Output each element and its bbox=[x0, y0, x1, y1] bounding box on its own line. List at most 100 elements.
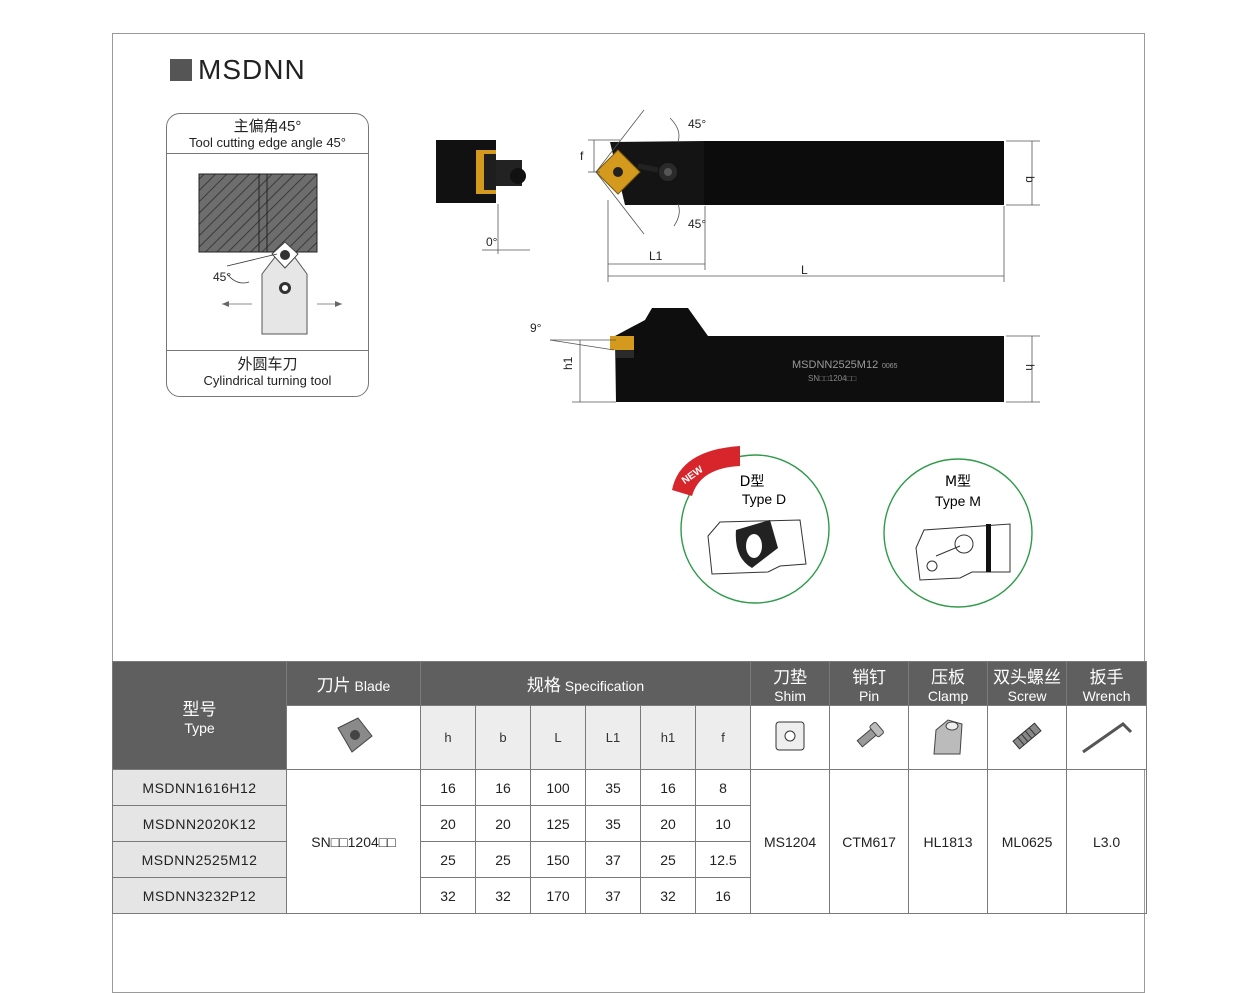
wrench-icon bbox=[1081, 722, 1132, 754]
angle-box-45-label: 45° bbox=[213, 270, 231, 284]
type-d-zh: D型 bbox=[740, 474, 765, 490]
table-row: MSDNN2020K12 20 20 125 35 20 10 bbox=[112, 805, 1147, 842]
spec-col-f: f bbox=[694, 705, 752, 770]
row-h1: 32 bbox=[640, 877, 696, 914]
type-d-en: Type D bbox=[742, 491, 786, 507]
row-b: 25 bbox=[475, 841, 531, 878]
row-type: MSDNN2525M12 bbox=[112, 841, 287, 878]
row-type: MSDNN1616H12 bbox=[112, 769, 287, 806]
engraving-insert: SN□□1204□□ bbox=[808, 374, 856, 383]
shim-icon-cell bbox=[750, 705, 831, 770]
header-type-en: Type bbox=[184, 720, 215, 736]
row-b: 20 bbox=[475, 805, 531, 842]
header-blade: 刀片 Blade bbox=[286, 661, 421, 706]
row-h1: 25 bbox=[640, 841, 696, 878]
pin-value: CTM617 bbox=[829, 769, 910, 914]
top-view: 45° 45° f b L1 L bbox=[580, 109, 1040, 282]
angle-header-zh: 主偏角45° bbox=[233, 118, 302, 135]
blade-icon-cell bbox=[286, 705, 421, 770]
tool-holder-drawing: 0° 45° 45° f b L1 L MSDNN2525 bbox=[436, 109, 1040, 403]
spec-col-L: L bbox=[530, 705, 586, 770]
angle-footer-en: Cylindrical turning tool bbox=[203, 373, 332, 388]
shim-value: MS1204 bbox=[750, 769, 831, 914]
header-type: 型号 Type bbox=[112, 661, 287, 770]
row-type: MSDNN2020K12 bbox=[112, 805, 287, 842]
header-spec-en: Specification bbox=[564, 678, 645, 694]
row-type: MSDNN3232P12 bbox=[112, 877, 287, 914]
header-clamp-zh: 压板 bbox=[931, 668, 966, 687]
header-spec: 规格 Specification bbox=[419, 661, 752, 706]
table-icon-row: h b L L1 h1 f bbox=[113, 705, 1148, 770]
clamp-icon bbox=[933, 719, 963, 755]
row-h1: 20 bbox=[640, 805, 696, 842]
clamp-value: HL1813 bbox=[908, 769, 989, 914]
angle-nine-label: 9° bbox=[530, 321, 542, 335]
row-f: 8 bbox=[694, 769, 752, 806]
header-shim-zh: 刀垫 bbox=[773, 668, 808, 687]
shim-icon bbox=[775, 721, 805, 751]
row-h: 32 bbox=[420, 877, 476, 914]
row-L: 150 bbox=[530, 841, 586, 878]
row-f: 16 bbox=[694, 877, 752, 914]
blade-value: SN□□1204□□ bbox=[286, 769, 421, 914]
angle-header-en: Tool cutting edge angle 45° bbox=[189, 135, 346, 150]
angle-top-label: 45° bbox=[688, 117, 706, 131]
turning-diagram: 45° bbox=[198, 173, 342, 335]
angle-bottom-label: 45° bbox=[688, 217, 706, 231]
angle-box-header: 主偏角45° Tool cutting edge angle 45° bbox=[167, 114, 368, 154]
header-spec-zh: 规格 bbox=[526, 676, 561, 695]
spec-col-b: b bbox=[475, 705, 531, 770]
row-b: 32 bbox=[475, 877, 531, 914]
header-screw-en: Screw bbox=[1007, 688, 1047, 704]
spec-col-h1: h1 bbox=[640, 705, 696, 770]
header-wrench-en: Wrench bbox=[1082, 688, 1131, 704]
title-text: MSDNN bbox=[198, 54, 306, 85]
header-pin-en: Pin bbox=[858, 688, 880, 704]
wrench-value: L3.0 bbox=[1066, 769, 1148, 914]
screw-icon-cell bbox=[987, 705, 1068, 770]
screw-value: ML0625 bbox=[987, 769, 1068, 914]
angle-footer-zh: 外圆车刀 bbox=[237, 356, 298, 373]
row-L1: 37 bbox=[585, 877, 641, 914]
side-view: MSDNN2525M12 0065 SN□□1204□□ 9° h1 h bbox=[530, 308, 1040, 403]
angle-zero-label: 0° bbox=[486, 235, 498, 249]
row-h: 16 bbox=[420, 769, 476, 806]
dim-h-label: h bbox=[1023, 364, 1037, 371]
header-clamp-en: Clamp bbox=[927, 688, 969, 704]
header-blade-zh: 刀片 bbox=[316, 676, 351, 695]
table-row: MSDNN1616H12 SN□□1204□□ 16 16 100 35 16 … bbox=[112, 769, 1148, 914]
row-f: 10 bbox=[694, 805, 752, 842]
type-m-en: Type M bbox=[935, 493, 981, 509]
row-L: 125 bbox=[530, 805, 586, 842]
new-badge-icon bbox=[672, 446, 740, 496]
row-L1: 35 bbox=[585, 805, 641, 842]
row-b: 16 bbox=[475, 769, 531, 806]
engraving-code: 0065 bbox=[882, 363, 898, 370]
row-h: 20 bbox=[420, 805, 476, 842]
title-square-icon bbox=[170, 59, 192, 81]
clamp-icon-cell bbox=[908, 705, 989, 770]
screw-icon bbox=[1012, 722, 1042, 750]
dim-h1-label: h1 bbox=[561, 356, 575, 370]
header-shim-en: Shim bbox=[774, 688, 807, 704]
table-row: MSDNN3232P12 32 32 170 37 32 16 bbox=[112, 877, 1147, 914]
engraving-model: MSDNN2525M12 bbox=[792, 359, 878, 371]
insert-icon bbox=[336, 717, 373, 753]
row-L1: 35 bbox=[585, 769, 641, 806]
row-L: 100 bbox=[530, 769, 586, 806]
header-blade-en: Blade bbox=[354, 678, 391, 694]
end-view: 0° bbox=[436, 140, 530, 254]
dim-f-label: f bbox=[580, 149, 584, 163]
type-m-diagram bbox=[915, 523, 1011, 581]
row-f: 12.5 bbox=[694, 841, 752, 878]
clamp-types: NEW 新 D型 Type D M型 Type M bbox=[672, 446, 1033, 608]
pin-icon-cell bbox=[829, 705, 910, 770]
dim-L1-label: L1 bbox=[649, 249, 663, 263]
dim-b-label: b bbox=[1023, 176, 1037, 183]
